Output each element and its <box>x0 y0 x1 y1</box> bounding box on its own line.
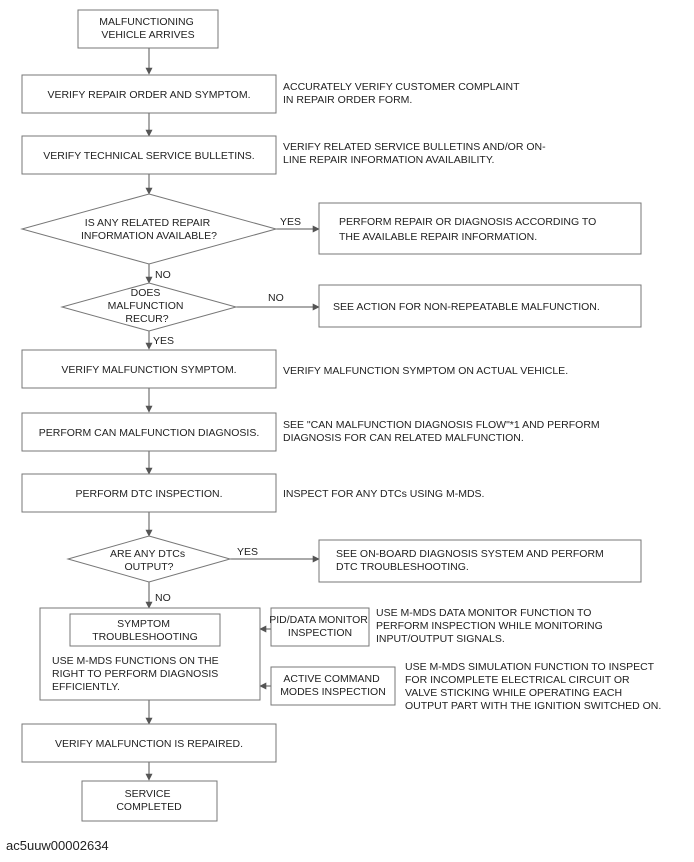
end-label: SERVICE COMPLETED <box>116 788 182 813</box>
repair-info-decision-label: IS ANY RELATED REPAIR INFORMATION AVAILA… <box>81 217 217 242</box>
symptom-troubleshooting-title-box <box>69 613 221 647</box>
recur-decision <box>60 282 238 332</box>
connectors <box>145 48 320 781</box>
dtc-inspection-note: INSPECT FOR ANY DTCs USING M-MDS. <box>283 488 484 500</box>
edge-yes-recur: YES <box>153 335 174 347</box>
dtc-decision <box>66 535 232 583</box>
edge-no-recur: NO <box>268 292 284 304</box>
pid-monitor-box <box>270 607 370 647</box>
figure-id-caption: ac5uuw00002634 <box>6 838 109 853</box>
symptom-troubleshooting-body: USE M-MDS FUNCTIONS ON THE RIGHT TO PERF… <box>52 655 222 693</box>
perform-repair-box <box>318 202 642 255</box>
verify-repaired-label: VERIFY MALFUNCTION IS REPAIRED. <box>55 738 243 750</box>
verify-symptom-box <box>21 349 277 389</box>
repair-info-decision <box>20 193 278 265</box>
verify-repaired-box <box>21 723 277 763</box>
verify-repair-order-label: VERIFY REPAIR ORDER AND SYMPTOM. <box>47 89 250 101</box>
symptom-troubleshooting-title: SYMPTOM TROUBLESHOOTING <box>92 618 198 643</box>
verify-tsb-label: VERIFY TECHNICAL SERVICE BULLETINS. <box>43 150 254 162</box>
edge-yes-repair-info: YES <box>280 216 301 228</box>
onboard-diagnosis-label: SEE ON-BOARD DIAGNOSIS SYSTEM AND PERFOR… <box>336 548 607 573</box>
non-repeatable-label: SEE ACTION FOR NON-REPEATABLE MALFUNCTIO… <box>333 301 600 313</box>
non-repeatable-box <box>318 284 642 328</box>
start-node <box>77 9 219 49</box>
verify-repair-order-note: ACCURATELY VERIFY CUSTOMER COMPLAINT IN … <box>283 81 522 106</box>
active-command-box <box>270 666 396 706</box>
dtc-inspection-label: PERFORM DTC INSPECTION. <box>75 488 222 500</box>
start-label: MALFUNCTIONING VEHICLE ARRIVES <box>99 16 196 41</box>
onboard-diagnosis-box <box>318 539 642 583</box>
can-diagnosis-label: PERFORM CAN MALFUNCTION DIAGNOSIS. <box>39 427 260 439</box>
can-diagnosis-note: SEE "CAN MALFUNCTION DIAGNOSIS FLOW"*1 A… <box>283 419 603 444</box>
recur-decision-label: DOES MALFUNCTION RECUR? <box>108 287 187 325</box>
verify-symptom-label: VERIFY MALFUNCTION SYMPTOM. <box>61 364 236 376</box>
pid-monitor-note: USE M-MDS DATA MONITOR FUNCTION TO PERFO… <box>376 607 606 645</box>
perform-repair-label: PERFORM REPAIR OR DIAGNOSIS ACCORDING TO… <box>339 216 599 243</box>
active-command-note: USE M-MDS SIMULATION FUNCTION TO INSPECT… <box>405 661 661 712</box>
verify-repair-order-box <box>21 74 277 114</box>
edge-no-repair-info: NO <box>155 269 171 281</box>
active-command-label: ACTIVE COMMAND MODES INSPECTION <box>280 673 386 698</box>
edge-no-dtc: NO <box>155 592 171 604</box>
edge-yes-dtc: YES <box>237 546 258 558</box>
verify-symptom-note: VERIFY MALFUNCTION SYMPTOM ON ACTUAL VEH… <box>283 365 568 377</box>
end-node <box>81 780 218 822</box>
pid-monitor-label: PID/DATA MONITOR INSPECTION <box>269 614 371 639</box>
verify-tsb-note: VERIFY RELATED SERVICE BULLETINS AND/OR … <box>283 141 549 166</box>
verify-tsb-box <box>21 135 277 175</box>
dtc-decision-label: ARE ANY DTCs OUTPUT? <box>110 548 188 573</box>
dtc-inspection-box <box>21 473 277 513</box>
can-diagnosis-box <box>21 412 277 452</box>
